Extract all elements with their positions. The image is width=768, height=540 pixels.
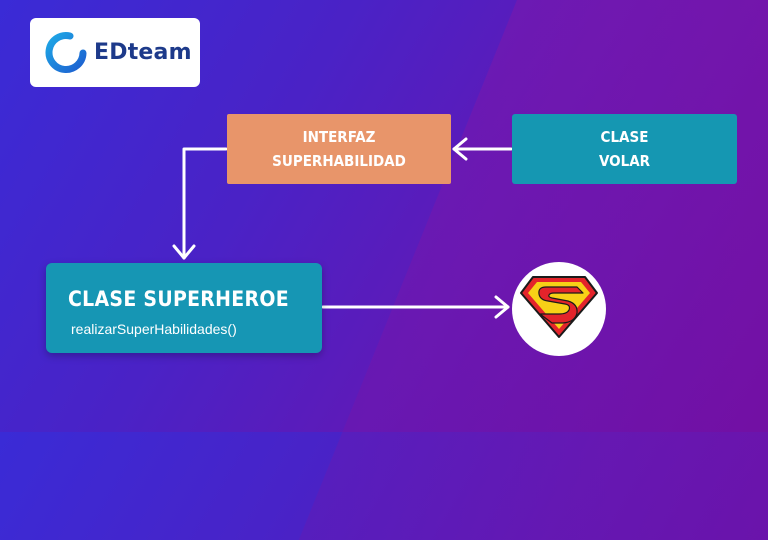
interface-to-superheroe-arrowhead (172, 244, 196, 260)
edteam-logo: EDteam (30, 18, 200, 87)
superheroe-title: CLASE SUPERHEROE (68, 287, 289, 311)
volar-to-interface-arrowhead (452, 137, 468, 161)
logo-text: EDteam (94, 40, 192, 65)
clase-superheroe-box: CLASE SUPERHEROE realizarSuperHabilidade… (46, 263, 322, 353)
superheroe-to-emblem-arrowhead (494, 295, 510, 319)
interface-to-superheroe-line (182, 147, 228, 260)
superheroe-method: realizarSuperHabilidades() (71, 321, 237, 337)
edteam-ring-icon (45, 31, 87, 73)
interface-line2: SUPERHABILIDAD (272, 152, 406, 170)
superman-emblem-icon (520, 276, 598, 338)
volar-line1: CLASE (600, 128, 649, 146)
interface-line1: INTERFAZ (302, 128, 376, 146)
connectors (0, 0, 768, 432)
clase-volar-box: CLASE VOLAR (512, 114, 737, 184)
volar-line2: VOLAR (598, 152, 651, 170)
superman-emblem (512, 262, 606, 356)
interface-superhabilidad-box: INTERFAZ SUPERHABILIDAD (227, 114, 451, 184)
